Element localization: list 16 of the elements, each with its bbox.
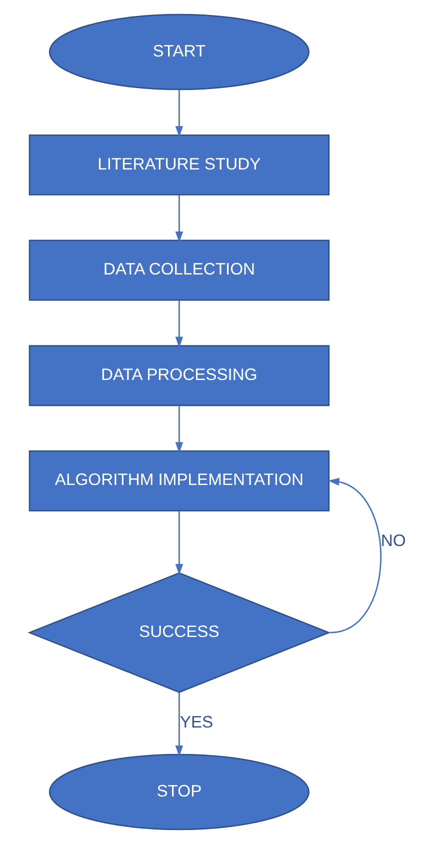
node-box: ALGORITHM IMPLEMENTATION (28, 450, 330, 512)
node-ellipse: STOP (48, 754, 310, 830)
arrow (175, 511, 184, 576)
arrow (175, 300, 184, 348)
node-ellipse: START (48, 14, 310, 90)
node-box: DATA COLLECTION (28, 240, 330, 301)
arrow (175, 194, 184, 243)
edge-label: NO (380, 531, 406, 550)
arrow (175, 406, 184, 454)
arrow (328, 478, 382, 634)
node-box: DATA PROCESSING (28, 345, 330, 406)
node-box: LITERATURE STUDY (28, 134, 330, 196)
node-diamond: SUCCESS (28, 572, 331, 693)
edge-label: YES (180, 712, 214, 732)
arrow (175, 692, 184, 757)
arrow (175, 89, 184, 138)
